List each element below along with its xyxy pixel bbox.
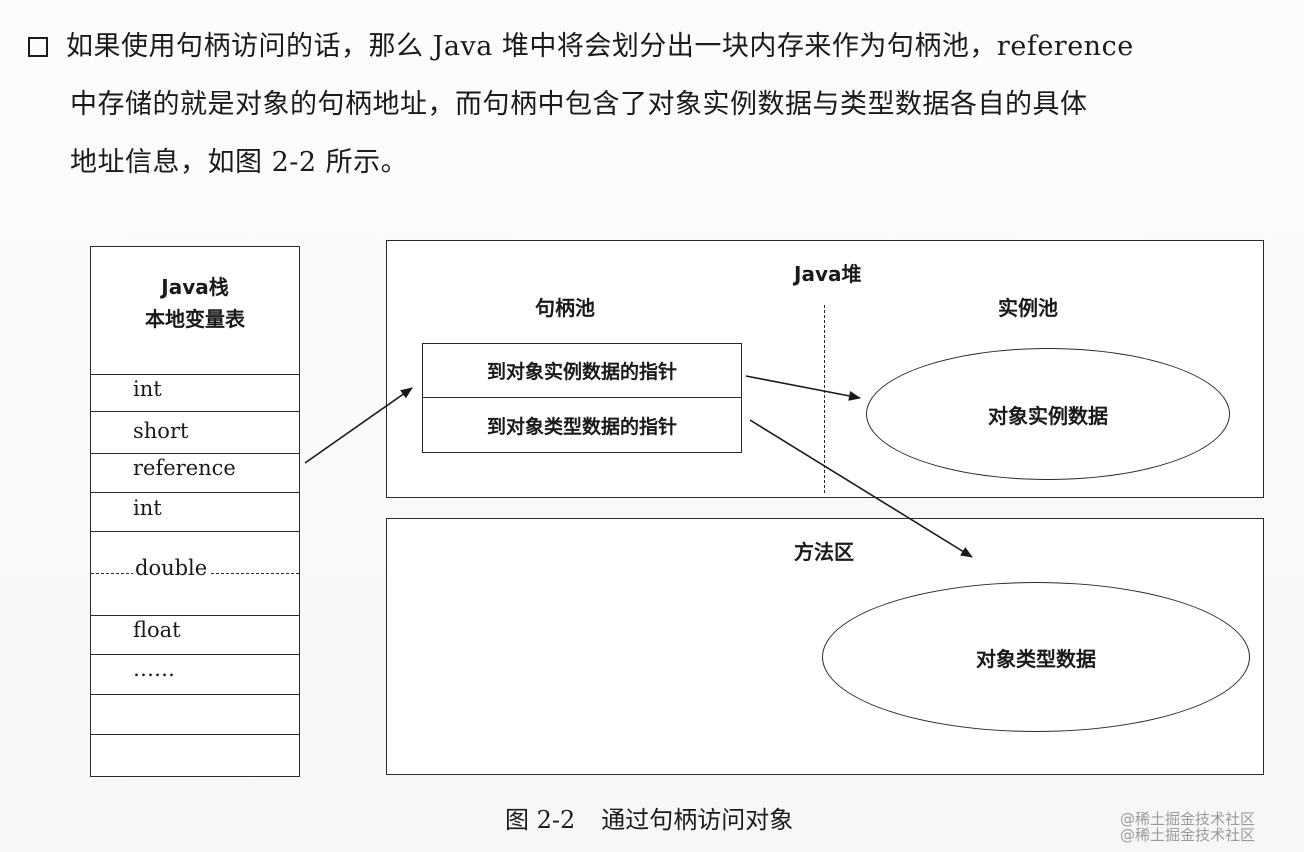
java-stack-title-line-2: 本地变量表 xyxy=(145,307,245,331)
stack-row-short: short xyxy=(91,411,299,454)
watermark-line-1: @稀土掘金技术社区 xyxy=(1120,810,1256,828)
intro-paragraph: 如果使用句柄访问的话，那么 Java 堆中将会划分出一块内存来作为句柄池，ref… xyxy=(28,18,1288,192)
stack-row-label: …… xyxy=(133,657,175,681)
figure-caption-text: 通过句柄访问对象 xyxy=(601,806,794,834)
handle-entry-box: 到对象实例数据的指针 到对象类型数据的指针 xyxy=(422,343,742,453)
java-stack-title: Java栈 本地变量表 xyxy=(91,271,299,335)
type-data-ellipse: 对象类型数据 xyxy=(822,582,1250,732)
type-data-pointer: 到对象类型数据的指针 xyxy=(486,415,677,438)
java-stack-title-line-1: Java栈 xyxy=(161,275,229,299)
java-stack-box: Java栈 本地变量表 int short reference int doub… xyxy=(90,246,300,777)
stack-row-empty-1 xyxy=(91,694,299,735)
instance-pool-label: 实例池 xyxy=(998,296,1058,320)
watermark-line-2: @稀土掘金技术社区 xyxy=(1120,826,1256,844)
heap-divider-dashed xyxy=(824,305,825,493)
stack-row-ellipsis: …… xyxy=(91,654,299,695)
paragraph-line-1-text: 如果使用句柄访问的话，那么 Java 堆中将会划分出一块内存来作为句柄池，ref… xyxy=(66,31,1134,62)
stack-row-reference: reference xyxy=(91,453,299,493)
instance-data-ellipse: 对象实例数据 xyxy=(866,348,1230,480)
paragraph-line-3: 地址信息，如图 2-2 所示。 xyxy=(70,147,409,178)
stack-row-label: float xyxy=(133,618,181,642)
handle-pool-label: 句柄池 xyxy=(535,296,595,320)
figure-number: 图 2-2 xyxy=(505,806,576,834)
stack-row-label: double xyxy=(133,556,210,580)
type-data-label: 对象类型数据 xyxy=(976,646,1096,671)
stack-row-label: short xyxy=(133,419,189,443)
stack-row-float: float xyxy=(91,615,299,655)
stack-row-empty-2 xyxy=(91,734,299,776)
stack-row-label: reference xyxy=(133,456,236,480)
instance-data-label: 对象实例数据 xyxy=(988,403,1108,428)
stack-row-int-2: int xyxy=(91,492,299,532)
stack-row-int-1: int xyxy=(91,374,299,412)
stack-row-label: int xyxy=(133,496,162,520)
paragraph-line-2: 中存储的就是对象的句柄地址，而句柄中包含了对象实例数据与类型数据各自的具体 xyxy=(70,89,1088,120)
instance-data-pointer: 到对象实例数据的指针 xyxy=(423,344,741,398)
stack-row-label: int xyxy=(133,377,162,401)
method-area-title: 方法区 xyxy=(794,540,854,564)
figure-caption: 图 2-2 通过句柄访问对象 xyxy=(505,800,793,835)
checkbox-bullet-icon xyxy=(28,37,48,57)
java-heap-title: Java堆 xyxy=(794,262,862,286)
stack-row-double: double xyxy=(91,531,299,616)
paragraph-line-1: 如果使用句柄访问的话，那么 Java 堆中将会划分出一块内存来作为句柄池，ref… xyxy=(28,18,1288,76)
